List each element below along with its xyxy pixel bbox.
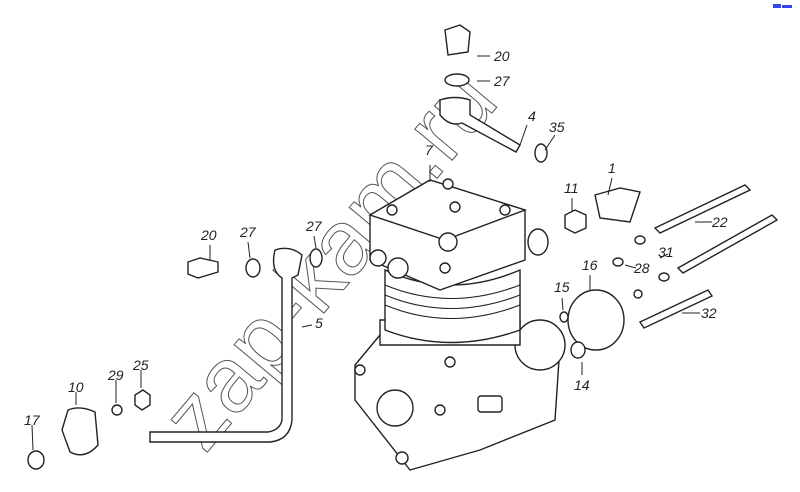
compressor-assembly <box>354 178 566 471</box>
callout-5: 5 <box>315 315 323 331</box>
callout-10: 10 <box>68 379 84 395</box>
callout-27-left: 27 <box>239 224 257 240</box>
callout-16: 16 <box>582 257 598 273</box>
callout-29: 29 <box>107 367 124 383</box>
callout-20-left: 20 <box>200 227 217 243</box>
callout-25: 25 <box>132 357 149 373</box>
part-1-elbow <box>594 187 641 223</box>
callout-22: 22 <box>711 214 728 230</box>
part-35-sleeve <box>534 143 548 163</box>
callout-7: 7 <box>425 142 434 158</box>
part-20-bolt <box>444 24 471 56</box>
callout-32: 32 <box>701 305 717 321</box>
part-27-washer <box>444 73 470 87</box>
callout-17: 17 <box>24 412 41 428</box>
callout-35: 35 <box>549 119 565 135</box>
part-10-flange <box>61 407 99 456</box>
part-5-tube <box>149 247 303 443</box>
callout-31: 31 <box>658 244 674 260</box>
part-16-gasket <box>567 289 625 351</box>
callout-27-mid: 27 <box>305 218 323 234</box>
callout-15: 15 <box>554 279 570 295</box>
callout-14: 14 <box>574 377 590 393</box>
part-20-plug <box>187 257 219 279</box>
part-22-bolt-2 <box>676 214 779 274</box>
callout-11: 11 <box>564 180 579 196</box>
part-4-pipe <box>439 96 521 153</box>
callout-27: 27 <box>493 73 511 89</box>
callout-28: 28 <box>633 260 650 276</box>
callout-1: 1 <box>608 160 616 176</box>
site-logo <box>772 4 792 10</box>
part-22-bolt <box>653 184 752 234</box>
part-32-bolt <box>638 289 714 329</box>
callout-4: 4 <box>528 108 536 124</box>
callout-20: 20 <box>493 48 510 64</box>
part-11-nut <box>564 209 587 234</box>
